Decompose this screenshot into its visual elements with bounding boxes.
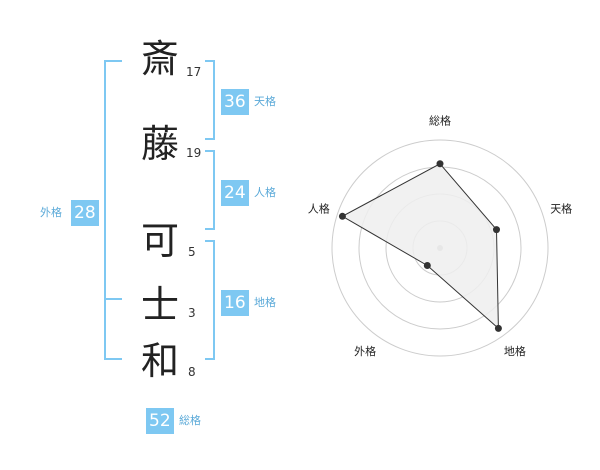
chikaku-badge: 16 <box>221 290 249 316</box>
name-char-4: 士 <box>140 283 179 327</box>
radar-point-3 <box>494 324 502 332</box>
radar-axis-label-3: 地格 <box>504 344 526 358</box>
chikaku-label: 地格 <box>254 296 276 309</box>
jinkaku-bracket-bottom <box>205 228 215 230</box>
tenkaku-bracket-vertical <box>213 60 215 140</box>
gaikaku-bracket-vertical <box>104 60 106 360</box>
radar-axis-label-5: 人格 <box>308 202 330 216</box>
jinkaku-bracket-top <box>205 150 215 152</box>
radar-polygon <box>341 163 499 330</box>
name-char-2: 藤 <box>140 122 179 166</box>
radar-axis-label-1: 総格 <box>429 114 451 128</box>
radar-point-5 <box>338 212 346 220</box>
tenkaku-label: 天格 <box>254 95 276 108</box>
radar-point-4 <box>423 261 431 269</box>
stroke-count-5: 8 <box>188 365 196 379</box>
gaikaku-label: 外格 <box>40 206 62 219</box>
chikaku-bracket-vertical <box>213 240 215 360</box>
radar-point-2 <box>492 226 500 234</box>
radar-points <box>338 160 502 332</box>
soukaku-badge: 52 <box>146 408 174 434</box>
name-char-5: 和 <box>140 339 179 383</box>
radar-axis-label-2: 天格 <box>550 202 572 216</box>
tenkaku-badge: 36 <box>221 89 249 115</box>
radar-point-1 <box>436 160 444 168</box>
stroke-count-4: 3 <box>188 306 196 320</box>
chikaku-bracket-bottom <box>205 358 215 360</box>
stroke-count-2: 19 <box>186 146 202 160</box>
tenkaku-bracket-top <box>205 60 215 62</box>
jinkaku-badge: 24 <box>221 180 249 206</box>
gaikaku-bracket-top <box>104 60 122 62</box>
radar-axis-label-4: 外格 <box>354 344 376 358</box>
tenkaku-bracket-bottom <box>205 138 215 140</box>
name-char-3: 可 <box>140 219 179 263</box>
stroke-count-1: 17 <box>186 65 202 79</box>
radar-polygon-group <box>341 163 499 330</box>
jinkaku-bracket-vertical <box>213 150 215 230</box>
gaikaku-badge: 28 <box>71 200 99 226</box>
chikaku-bracket-top <box>205 240 215 242</box>
name-char-1: 斎 <box>140 37 179 81</box>
soukaku-label: 総格 <box>179 414 201 427</box>
gaikaku-bracket-bottom <box>104 358 122 360</box>
stroke-count-3: 5 <box>188 245 196 259</box>
jinkaku-label: 人格 <box>254 186 276 199</box>
gaikaku-bracket-middle <box>104 298 122 300</box>
